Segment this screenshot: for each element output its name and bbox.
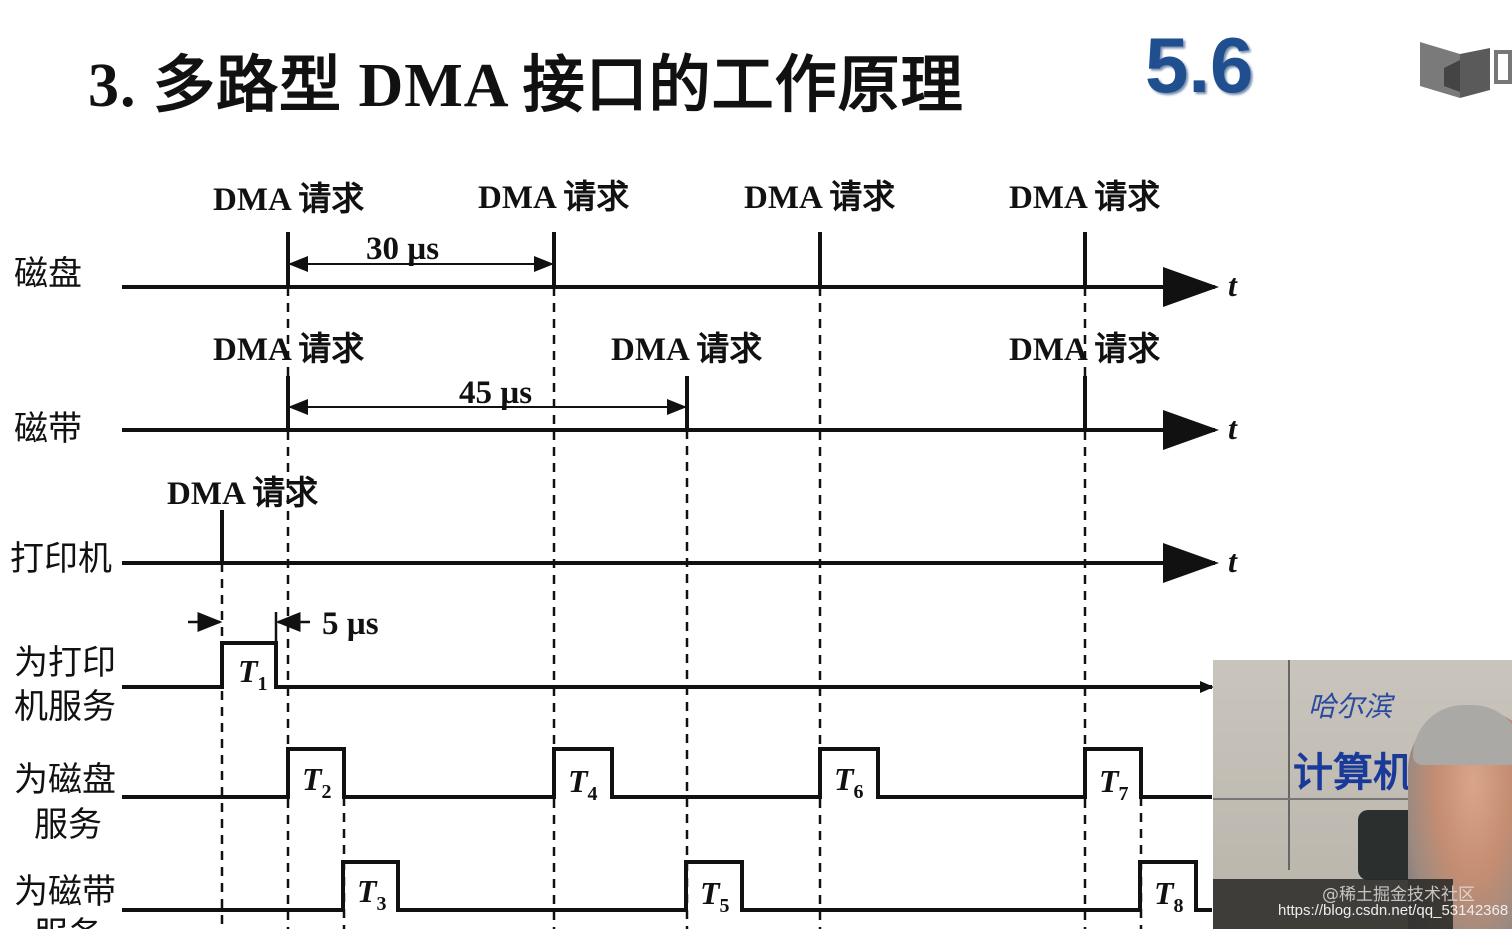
row-label-tape-service: 为磁带 bbox=[14, 873, 116, 911]
row-label-printer-service: 机服务 bbox=[14, 688, 116, 726]
tape-request-label: DMA 请求 bbox=[213, 331, 364, 368]
row-label-tape-service: 服务 bbox=[34, 916, 102, 929]
slot-label: T8 bbox=[1154, 875, 1184, 917]
source-url: https://blog.csdn.net/qq_53142368 bbox=[1278, 902, 1509, 919]
disk-interval-label: 30 µs bbox=[366, 231, 439, 267]
row-label-disk-service: 服务 bbox=[34, 806, 102, 844]
section-number: 5.6 bbox=[1145, 21, 1254, 109]
tape-request-label: DMA 请求 bbox=[611, 331, 762, 368]
printer-service-waveform bbox=[122, 641, 1212, 689]
row-label-tape: 磁带 bbox=[14, 410, 82, 448]
book-logo-icon bbox=[1420, 42, 1512, 98]
dashed-guides bbox=[220, 287, 1143, 929]
tape-interval-label: 45 µs bbox=[459, 375, 532, 411]
slot-label: T6 bbox=[834, 761, 864, 803]
t-label-disk: t bbox=[1228, 267, 1238, 303]
slot-label: T4 bbox=[568, 763, 598, 805]
row-label-printer: 打印机 bbox=[10, 540, 112, 578]
disk-service-waveform bbox=[122, 747, 1212, 799]
t-label-printer: t bbox=[1228, 543, 1238, 579]
row-label-disk: 磁盘 bbox=[14, 255, 82, 293]
disk-request-label: DMA 请求 bbox=[1009, 179, 1160, 216]
disk-request-label: DMA 请求 bbox=[213, 181, 364, 218]
slot-label: T7 bbox=[1099, 763, 1129, 805]
slot-label: T1 bbox=[238, 653, 268, 695]
tape-request-label: DMA 请求 bbox=[1009, 331, 1160, 368]
watermark: @稀土掘金技术社区 bbox=[1322, 885, 1475, 905]
slot-label: T3 bbox=[357, 873, 387, 915]
slot-label: T5 bbox=[700, 875, 730, 917]
lecturer-video-overlay: 计算机 哈尔滨 bbox=[1213, 660, 1512, 929]
slot-label: T2 bbox=[302, 761, 332, 803]
disk-request-label: DMA 请求 bbox=[744, 179, 895, 216]
row-label-printer-service: 为打印 bbox=[14, 644, 116, 682]
printer-service-interval-label: 5 µs bbox=[322, 606, 379, 642]
disk-request-label: DMA 请求 bbox=[478, 179, 629, 216]
tape-service-waveform bbox=[122, 860, 1212, 912]
slide-title: 3. 多路型 DMA 接口的工作原理 bbox=[88, 52, 964, 120]
row-label-disk-service: 为磁盘 bbox=[14, 761, 116, 799]
t-label-tape: t bbox=[1228, 410, 1238, 446]
printer-request-label: DMA 请求 bbox=[167, 475, 318, 512]
